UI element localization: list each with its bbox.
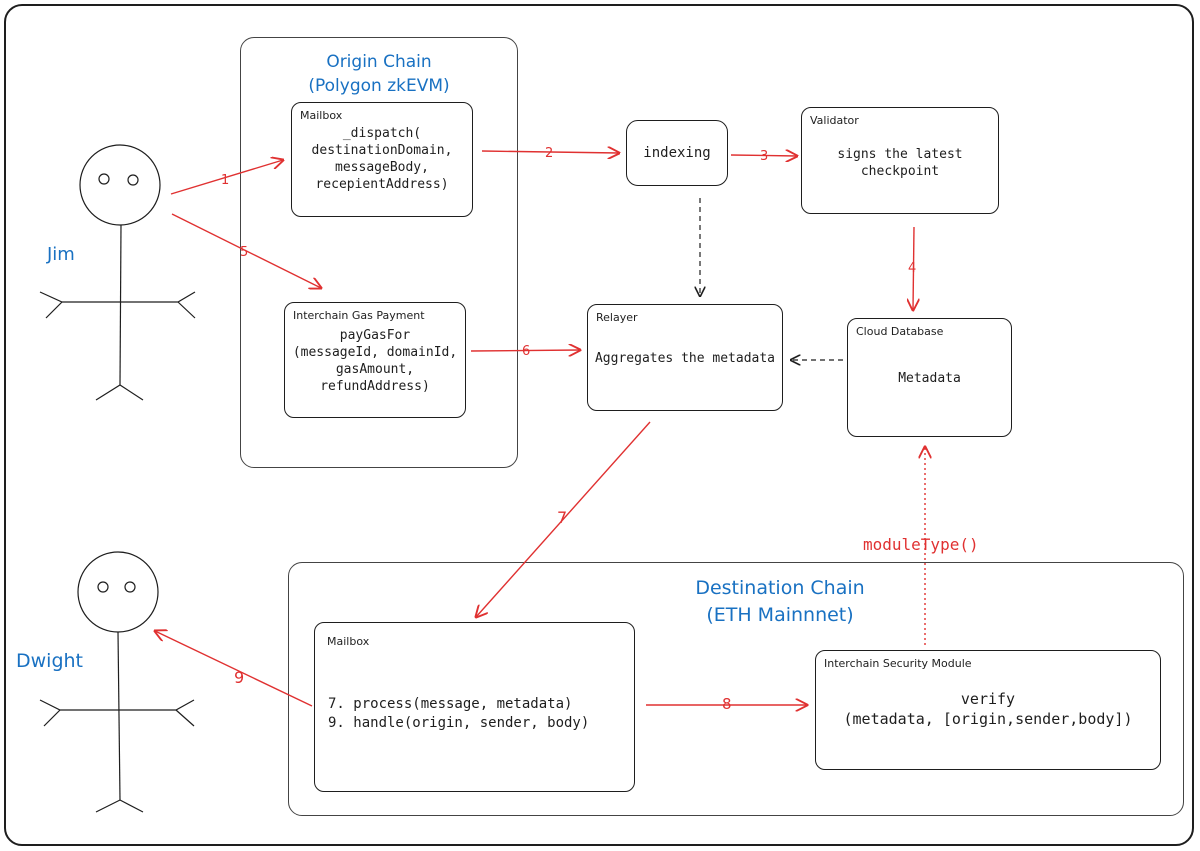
arrow-2-label: 2 bbox=[545, 146, 553, 161]
arrow-5-label: 5 bbox=[240, 245, 248, 260]
arrow-2 bbox=[481, 151, 619, 153]
arrow-1 bbox=[170, 160, 283, 195]
actor-jim-arms bbox=[39, 291, 196, 303]
actor-jim-head bbox=[79, 144, 161, 226]
arrow-6 bbox=[470, 350, 580, 351]
gas-payment-body: payGasFor (messageId, domainId, gasAmoun… bbox=[292, 328, 458, 394]
destination-chain-subtitle: (ETH Mainnnet) bbox=[706, 604, 854, 626]
actor-dwight-label: Dwight bbox=[16, 650, 84, 672]
validator-box[interactable]: Validator signs the latest checkpoint bbox=[801, 107, 999, 214]
actor-jim-body bbox=[119, 224, 122, 386]
arrow-6-label: 6 bbox=[522, 344, 530, 359]
actor-jim-hand-right bbox=[177, 301, 196, 319]
actor-dwight-hand-right bbox=[175, 709, 195, 727]
origin-mailbox-box[interactable]: Mailbox _dispatch( destinationDomain, me… bbox=[291, 102, 473, 217]
destination-mailbox-title: Mailbox bbox=[327, 635, 370, 648]
actor-dwight-head bbox=[77, 551, 159, 633]
actor-dwight-eye-right bbox=[124, 581, 136, 593]
actor-dwight-legs bbox=[95, 799, 144, 813]
arrow-1-label: 1 bbox=[221, 173, 229, 188]
actor-jim-hand-left bbox=[45, 301, 63, 319]
arrow-9-label: 9 bbox=[234, 668, 244, 687]
actor-dwight-eye-left bbox=[97, 581, 109, 593]
actor-dwight-body bbox=[117, 631, 121, 801]
arrow-4-label: 4 bbox=[908, 261, 916, 276]
cloud-database-title: Cloud Database bbox=[856, 325, 944, 338]
gas-payment-title: Interchain Gas Payment bbox=[293, 309, 425, 322]
cloud-database-body: Metadata bbox=[898, 371, 961, 386]
actor-jim-eye-left bbox=[98, 173, 110, 185]
ism-box[interactable]: Interchain Security Module verify (metad… bbox=[815, 650, 1161, 770]
arrow-9 bbox=[155, 631, 313, 707]
origin-chain-subtitle: (Polygon zkEVM) bbox=[308, 76, 450, 96]
actor-jim-figure bbox=[39, 144, 196, 401]
relayer-box[interactable]: Relayer Aggregates the metadata bbox=[587, 304, 783, 411]
arrow-7 bbox=[476, 421, 651, 617]
relayer-title: Relayer bbox=[596, 311, 638, 324]
ism-body: verify (metadata, [origin,sender,body]) bbox=[843, 690, 1133, 728]
arrow-7-label: 7 bbox=[557, 508, 567, 527]
origin-chain-title: Origin Chain bbox=[326, 52, 432, 72]
indexing-label: indexing bbox=[643, 145, 711, 161]
cloud-database-box[interactable]: Cloud Database Metadata bbox=[847, 318, 1012, 437]
origin-chain-group bbox=[240, 37, 518, 468]
actor-jim-eye-right bbox=[127, 174, 139, 186]
arrow-5 bbox=[171, 213, 321, 288]
origin-mailbox-title: Mailbox bbox=[300, 109, 343, 122]
gas-payment-box[interactable]: Interchain Gas Payment payGasFor (messag… bbox=[284, 302, 466, 418]
relayer-body: Aggregates the metadata bbox=[594, 351, 775, 366]
arrow-4 bbox=[913, 226, 914, 310]
validator-title: Validator bbox=[810, 114, 859, 127]
arrow-3-label: 3 bbox=[760, 149, 768, 164]
arrow-3 bbox=[730, 155, 797, 156]
actor-dwight-hand-left bbox=[43, 709, 61, 727]
actor-jim-legs bbox=[95, 384, 144, 401]
actor-dwight-figure bbox=[39, 551, 195, 813]
actor-jim-label: Jim bbox=[47, 244, 75, 265]
origin-mailbox-body: _dispatch( destinationDomain, messageBod… bbox=[311, 126, 453, 192]
destination-chain-group bbox=[288, 562, 1184, 816]
canvas-frame bbox=[4, 4, 1194, 846]
destination-mailbox-body: 7. process(message, metadata) 9. handle(… bbox=[328, 696, 590, 731]
ism-title: Interchain Security Module bbox=[824, 657, 972, 670]
actor-dwight-arms bbox=[39, 699, 195, 711]
indexing-box[interactable]: indexing bbox=[626, 120, 728, 186]
arrow-8-label: 8 bbox=[722, 695, 732, 713]
module-type-label: moduleType() bbox=[863, 535, 979, 554]
destination-mailbox-box[interactable]: Mailbox 7. process(message, metadata) 9.… bbox=[314, 622, 635, 792]
destination-chain-title: Destination Chain bbox=[695, 577, 865, 599]
validator-body: signs the latest checkpoint bbox=[837, 147, 963, 179]
